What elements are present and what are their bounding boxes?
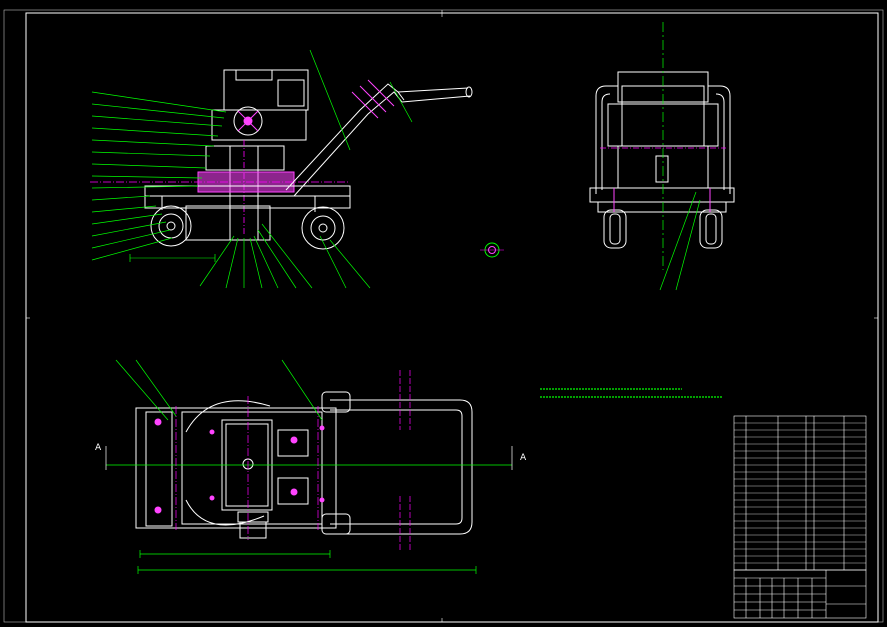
section-mark-right: A xyxy=(520,453,527,463)
rear-view xyxy=(589,71,735,249)
engine-side-cover xyxy=(277,79,305,107)
rear-wheel xyxy=(150,205,192,247)
handle-bar xyxy=(285,83,405,191)
chassis xyxy=(144,185,351,209)
side-view-leaders xyxy=(91,49,413,289)
top-view xyxy=(135,391,473,539)
flywheel xyxy=(233,106,263,136)
top-view-lines xyxy=(105,359,513,574)
engine-body xyxy=(223,69,309,111)
front-wheel xyxy=(301,206,345,250)
chassis-top xyxy=(135,407,337,529)
side-view xyxy=(144,69,473,250)
rear-right-wheel xyxy=(699,209,723,249)
section-mark-left: A xyxy=(95,443,102,453)
drawing-frame xyxy=(3,9,884,623)
technical-notes xyxy=(540,388,722,398)
detail-circle xyxy=(480,242,504,258)
motor-housing xyxy=(185,205,271,241)
fuel-tank xyxy=(235,69,273,81)
section-marks: A A xyxy=(95,443,527,463)
rear-view-centerlines xyxy=(600,22,726,291)
rear-left-wheel xyxy=(603,209,627,249)
gearbox xyxy=(205,145,285,171)
parts-list-rows xyxy=(734,422,866,564)
title-block xyxy=(733,569,867,619)
